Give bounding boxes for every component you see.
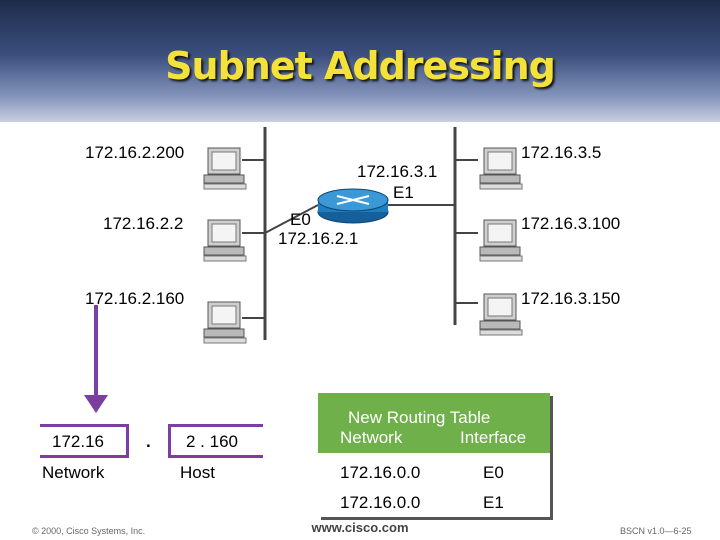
- footer-page-number: BSCN v1.0—6-25: [620, 526, 692, 536]
- column-network: Network: [340, 428, 403, 447]
- column-interface: Interface: [460, 428, 527, 447]
- arrow-head: [84, 395, 108, 413]
- table-row-network: 172.16.0.0: [340, 463, 421, 482]
- host-label: 172.16.3.5: [521, 143, 602, 162]
- address-dot: .: [146, 432, 151, 451]
- host-part: 2 . 160: [186, 432, 238, 451]
- routing-table-title: New Routing Table: [348, 408, 491, 427]
- table-row-interface: E0: [483, 463, 504, 482]
- routing-table-header: New Routing Table Network Interface: [318, 393, 550, 453]
- pc-icon: [479, 293, 523, 336]
- footer-url[interactable]: www.cisco.com: [311, 520, 409, 535]
- router-e0-label: E0: [290, 210, 311, 229]
- host-part-box: [168, 424, 263, 458]
- slide-title: Subnet Addressing: [165, 44, 556, 88]
- pc-icon: [479, 147, 523, 190]
- footer-copyright: © 2000, Cisco Systems, Inc.: [32, 526, 146, 536]
- router-icon: [317, 188, 389, 224]
- network-part: 172.16: [52, 432, 104, 451]
- host-label: 172.16.3.150: [521, 289, 621, 308]
- host-label: 172.16.2.160: [85, 289, 185, 308]
- routing-table: New Routing Table Network Interface 172.…: [318, 393, 550, 517]
- pc-icon: [203, 147, 247, 190]
- router-e1-label: E1: [393, 183, 414, 202]
- pc-icon: [203, 219, 247, 262]
- table-row-interface: E1: [483, 493, 504, 512]
- host-label: 172.16.2.2: [103, 214, 184, 233]
- host-label: 172.16.3.100: [521, 214, 621, 233]
- slide-header-band: [0, 0, 720, 122]
- router-e0-ip: 172.16.2.1: [278, 229, 359, 248]
- pc-icon: [479, 219, 523, 262]
- router-e1-ip: 172.16.3.1: [357, 162, 438, 181]
- network-caption: Network: [42, 463, 105, 482]
- host-label: 172.16.2.200: [85, 143, 185, 162]
- network-part-box: [40, 424, 129, 458]
- pc-icon: [203, 301, 247, 344]
- table-row-network: 172.16.0.0: [340, 493, 421, 512]
- host-caption: Host: [180, 463, 215, 482]
